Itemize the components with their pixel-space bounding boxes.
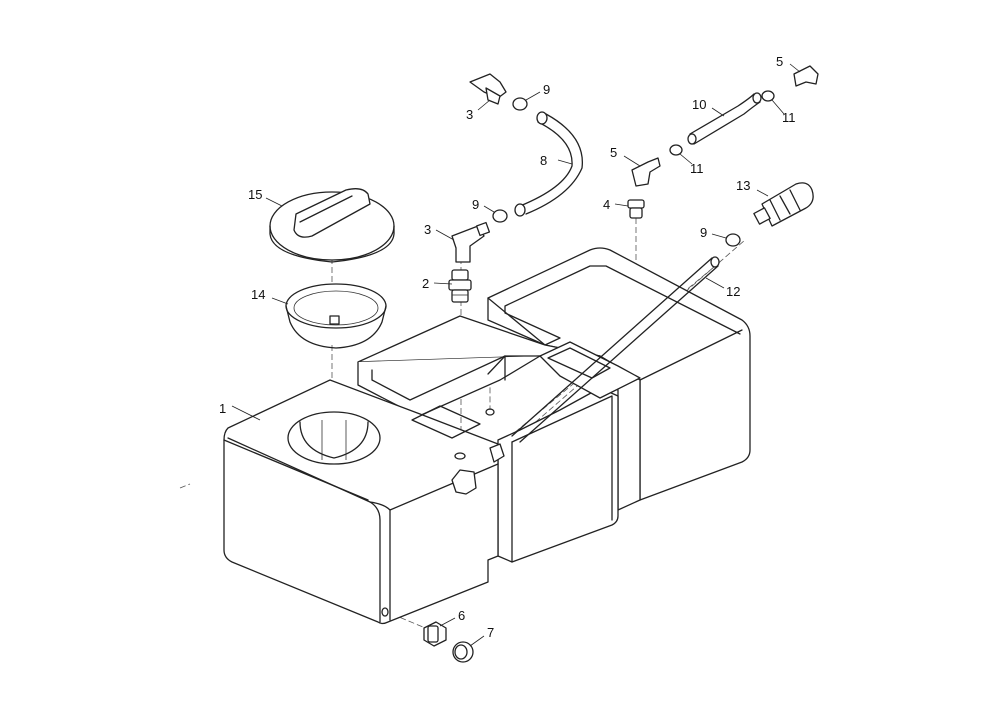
nipple-fitting bbox=[448, 269, 472, 303]
callout-9b: 9 bbox=[472, 197, 479, 212]
callout-6: 6 bbox=[458, 608, 465, 623]
callout-7: 7 bbox=[487, 625, 494, 640]
elbow-fitting-lower bbox=[451, 221, 491, 263]
cap bbox=[269, 188, 395, 263]
callout-3b: 3 bbox=[424, 222, 431, 237]
callout-9a: 9 bbox=[543, 82, 550, 97]
callout-11a: 11 bbox=[690, 161, 704, 176]
callout-15: 15 bbox=[248, 187, 262, 202]
callout-4: 4 bbox=[603, 197, 610, 212]
callout-12: 12 bbox=[726, 284, 740, 299]
elbow-fitting-upper bbox=[469, 73, 507, 105]
callout-14: 14 bbox=[251, 287, 265, 302]
callout-labels: 1 2 3 3 4 5 5 6 7 8 9 9 9 10 11 11 12 13… bbox=[219, 54, 796, 640]
callout-9c: 9 bbox=[700, 225, 707, 240]
callout-8: 8 bbox=[540, 153, 547, 168]
tank-body bbox=[223, 247, 751, 625]
callout-3a: 3 bbox=[466, 107, 473, 122]
elbow-fittings-5 bbox=[631, 65, 819, 187]
nuts bbox=[669, 90, 775, 156]
callout-1: 1 bbox=[219, 401, 226, 416]
hose-clamps bbox=[492, 97, 741, 247]
suction-tube bbox=[511, 256, 720, 443]
straight-fitting bbox=[627, 199, 645, 219]
hose bbox=[514, 111, 583, 217]
callout-5b: 5 bbox=[776, 54, 783, 69]
drain-plug bbox=[452, 641, 474, 663]
callout-2: 2 bbox=[422, 276, 429, 291]
callout-10: 10 bbox=[692, 97, 706, 112]
drain-fitting bbox=[423, 621, 447, 647]
strainer bbox=[753, 182, 814, 227]
callout-5a: 5 bbox=[610, 145, 617, 160]
callout-11b: 11 bbox=[782, 110, 796, 125]
callout-13: 13 bbox=[736, 178, 750, 193]
short-hose bbox=[687, 92, 762, 145]
adapter-ring bbox=[285, 283, 387, 349]
leader-lines bbox=[231, 63, 801, 647]
